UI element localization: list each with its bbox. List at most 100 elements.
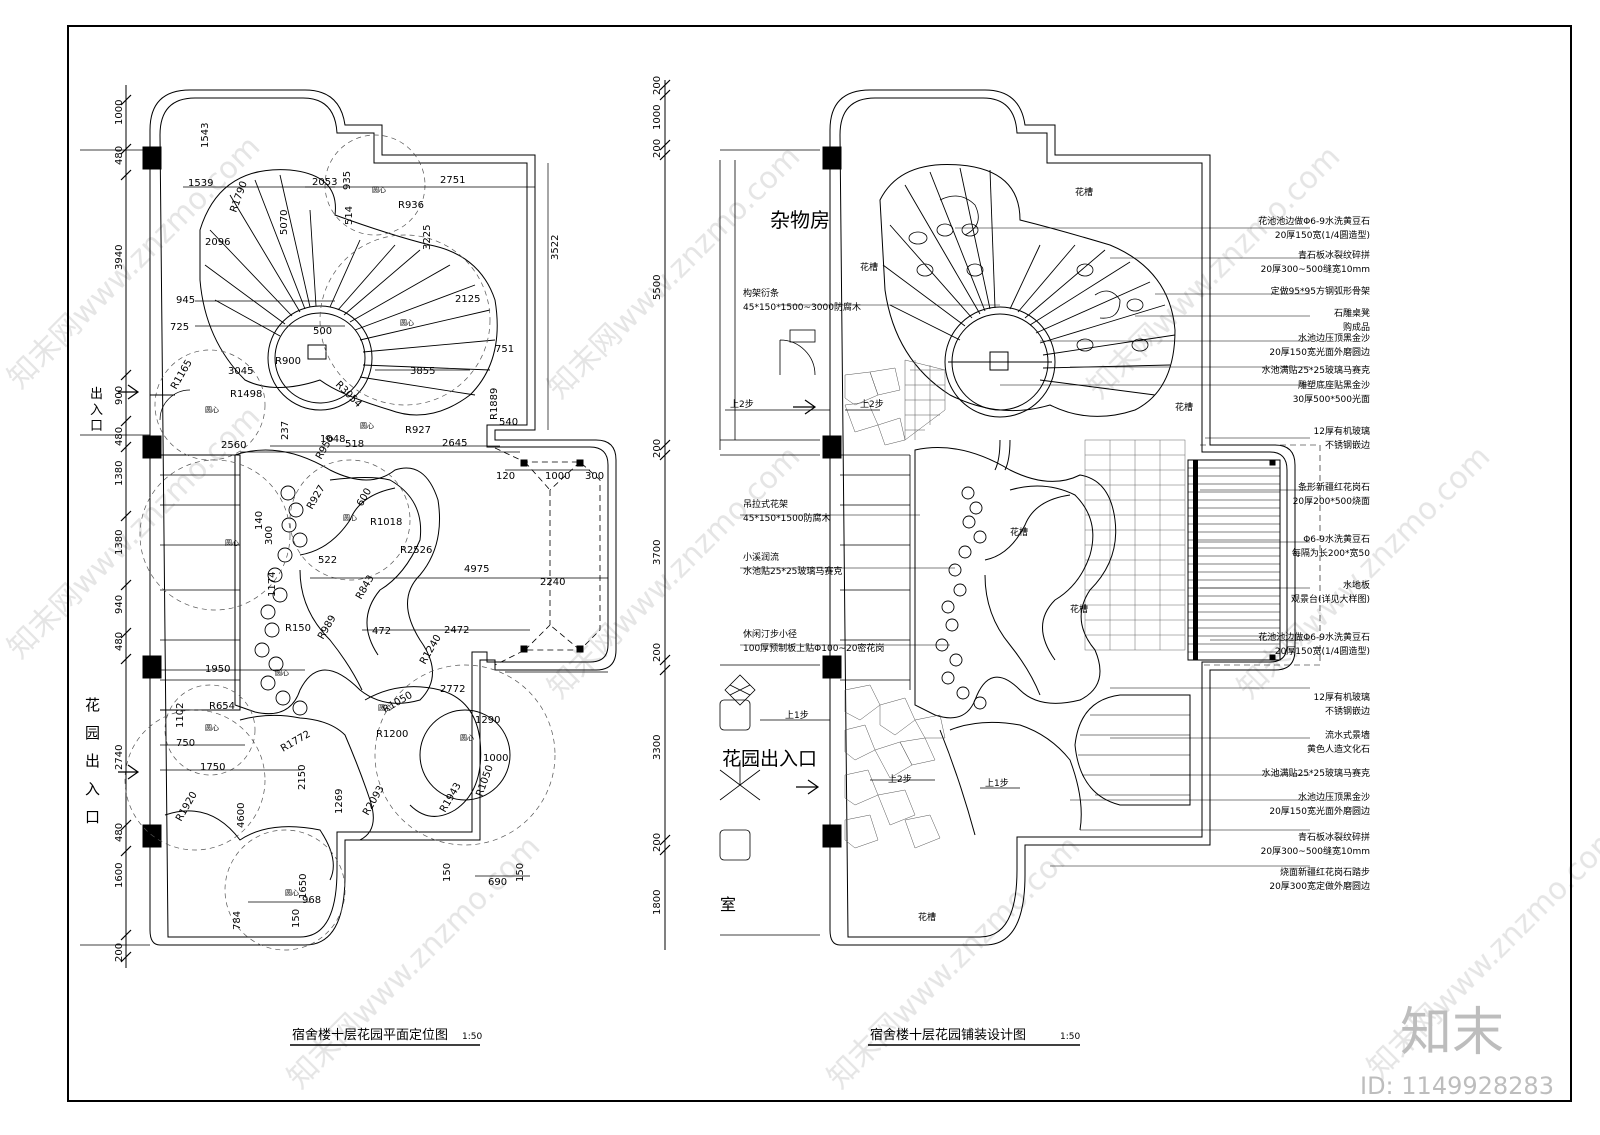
- planter-label: 花槽: [1010, 526, 1028, 538]
- right-plan-scale: 1:50: [1060, 1032, 1080, 1042]
- dimension-label: 2125: [455, 294, 480, 305]
- dimension-label: R927: [305, 483, 328, 511]
- watermark-diagonal: 知末网www.znzmo.com: [821, 829, 1087, 1095]
- step-label: 上2步: [860, 399, 884, 410]
- step-label: 上1步: [785, 710, 809, 721]
- material-note: 条形新疆红花岗石: [1298, 481, 1370, 493]
- planter-label: 花槽: [1070, 603, 1088, 615]
- dimension-label: R1050: [474, 764, 495, 798]
- dimension-label: 2096: [205, 237, 230, 248]
- dimension-label: 522: [318, 555, 337, 566]
- vertical-dimension: 480: [114, 632, 125, 651]
- garden-entrance-label: 花园出入口: [722, 748, 817, 770]
- dimension-label: R1498: [230, 389, 262, 400]
- dimension-label: 4975: [464, 564, 489, 575]
- dimension-label: R150: [285, 623, 311, 634]
- center-mark-label: 圆心: [372, 186, 386, 194]
- dimension-label: 3522: [550, 235, 561, 260]
- dimension-label: 3225: [422, 225, 433, 250]
- dimension-label: 2472: [444, 625, 469, 636]
- dimension-label: 150: [442, 863, 453, 882]
- vertical-dimension: 1000: [114, 100, 125, 125]
- dimension-label: R2526: [400, 545, 432, 556]
- sheet-border: [67, 25, 1572, 1102]
- material-note-spec: 水池贴25*25玻璃马赛克: [743, 565, 842, 577]
- material-note: 30厚500*500光面: [1293, 393, 1370, 405]
- dimension-label: 1650: [298, 874, 309, 899]
- room-label: 杂物房: [770, 208, 830, 232]
- right-plan: [659, 79, 1321, 950]
- right-notes: 花池池边做Φ6-9水洗黄豆石20厚150宽(1/4圆造型)青石板冰裂纹碎拼20厚…: [1258, 215, 1370, 892]
- dimension-label: 2751: [440, 175, 465, 186]
- dimension-label: 1539: [188, 178, 213, 189]
- material-note: 20厚150宽光面外磨圆边: [1269, 346, 1370, 358]
- material-note: 20厚300宽定做外磨圆边: [1269, 880, 1370, 892]
- dimension-label: 935: [342, 171, 353, 190]
- vertical-dimension: 200: [114, 943, 125, 962]
- material-note: 20厚150宽(1/4圆造型): [1275, 645, 1370, 657]
- material-note: 流水式景墙: [1325, 729, 1370, 741]
- dimension-label: 1000: [483, 753, 508, 764]
- dimension-label: 945: [176, 295, 195, 306]
- material-note: 水池边压顶黑金沙: [1298, 791, 1370, 803]
- material-note: 12厚有机玻璃: [1314, 425, 1370, 437]
- material-note: 20厚150宽(1/4圆造型): [1275, 229, 1370, 241]
- vertical-dimension: 2740: [114, 745, 125, 770]
- planter-label: 花槽: [1075, 186, 1093, 198]
- watermark-diagonal: 知末网www.znzmo.com: [1231, 439, 1497, 705]
- dimension-label: R3054: [333, 379, 364, 410]
- watermark-diagonal: 知末网www.znzmo.com: [281, 829, 547, 1095]
- dimension-label: R1018: [370, 517, 402, 528]
- left-notes: 构架衍条45*150*1500~3000防腐木吊拉式花架45*150*1500防…: [743, 287, 884, 654]
- center-mark-label: 圆心: [378, 704, 392, 712]
- material-note: 水池满贴25*25玻璃马赛克: [1262, 364, 1370, 376]
- material-note: 定做95*95方钢弧形骨架: [1271, 285, 1370, 297]
- watermark-diagonal: 知末网www.znzmo.com: [541, 139, 807, 405]
- vertical-dimension: 940: [114, 595, 125, 614]
- vertical-dimension: 1000: [652, 105, 663, 130]
- dimension-label: 120: [496, 471, 515, 482]
- center-mark-label: 圆心: [400, 319, 414, 327]
- garden-entrance-char: 花: [85, 696, 100, 714]
- dimension-label: 2150: [297, 765, 308, 790]
- vertical-dimension: 200: [652, 76, 663, 95]
- left-vertical-dims: 1000480394090048013801380940480274048016…: [114, 100, 125, 962]
- dimension-label: 3855: [410, 366, 435, 377]
- left-entrance-label: 出入口: [90, 387, 103, 434]
- step-label: 上2步: [888, 774, 912, 785]
- dimension-label: 2772: [440, 684, 465, 695]
- dimension-label: R2093: [361, 784, 387, 818]
- dimension-label: R654: [209, 701, 235, 712]
- dimension-label: 1048: [320, 434, 345, 445]
- left-plan-title: 宿舍楼十层花园平面定位图: [292, 1027, 448, 1043]
- step-label: 上2步: [730, 399, 754, 410]
- watermark-id: ID: 1149928283: [1360, 1072, 1554, 1100]
- vertical-dimension: 1380: [114, 461, 125, 486]
- material-note: 烧面新疆红花岗石踏步: [1280, 866, 1370, 878]
- dimension-label: R900: [275, 356, 301, 367]
- material-note-title: 吊拉式花架: [743, 498, 788, 510]
- vertical-dimension: 5500: [652, 275, 663, 300]
- watermark-diagonal: 知末网www.znzmo.com: [1, 129, 267, 395]
- material-note: 20厚300~500缝宽10mm: [1261, 845, 1370, 857]
- center-mark-label: 圆心: [460, 734, 474, 742]
- dimension-label: 1000: [545, 471, 570, 482]
- garden-entrance-char: 入: [85, 780, 100, 798]
- vertical-dimension: 200: [652, 139, 663, 158]
- dimension-label: 500: [313, 326, 332, 337]
- step-label: 上1步: [985, 778, 1009, 789]
- material-note: 水地板: [1343, 579, 1370, 591]
- material-note: 水池满贴25*25玻璃马赛克: [1262, 767, 1370, 779]
- dimension-label: 751: [495, 344, 514, 355]
- dimension-label: 690: [488, 877, 507, 888]
- dimension-label: 784: [232, 911, 243, 930]
- material-note: 20厚150宽光面外磨圆边: [1269, 805, 1370, 817]
- dimension-label: 750: [176, 738, 195, 749]
- step-labels: 上2步上2步上1步上2步上1步: [730, 399, 1009, 789]
- material-note: 石雕桌凳: [1334, 307, 1370, 319]
